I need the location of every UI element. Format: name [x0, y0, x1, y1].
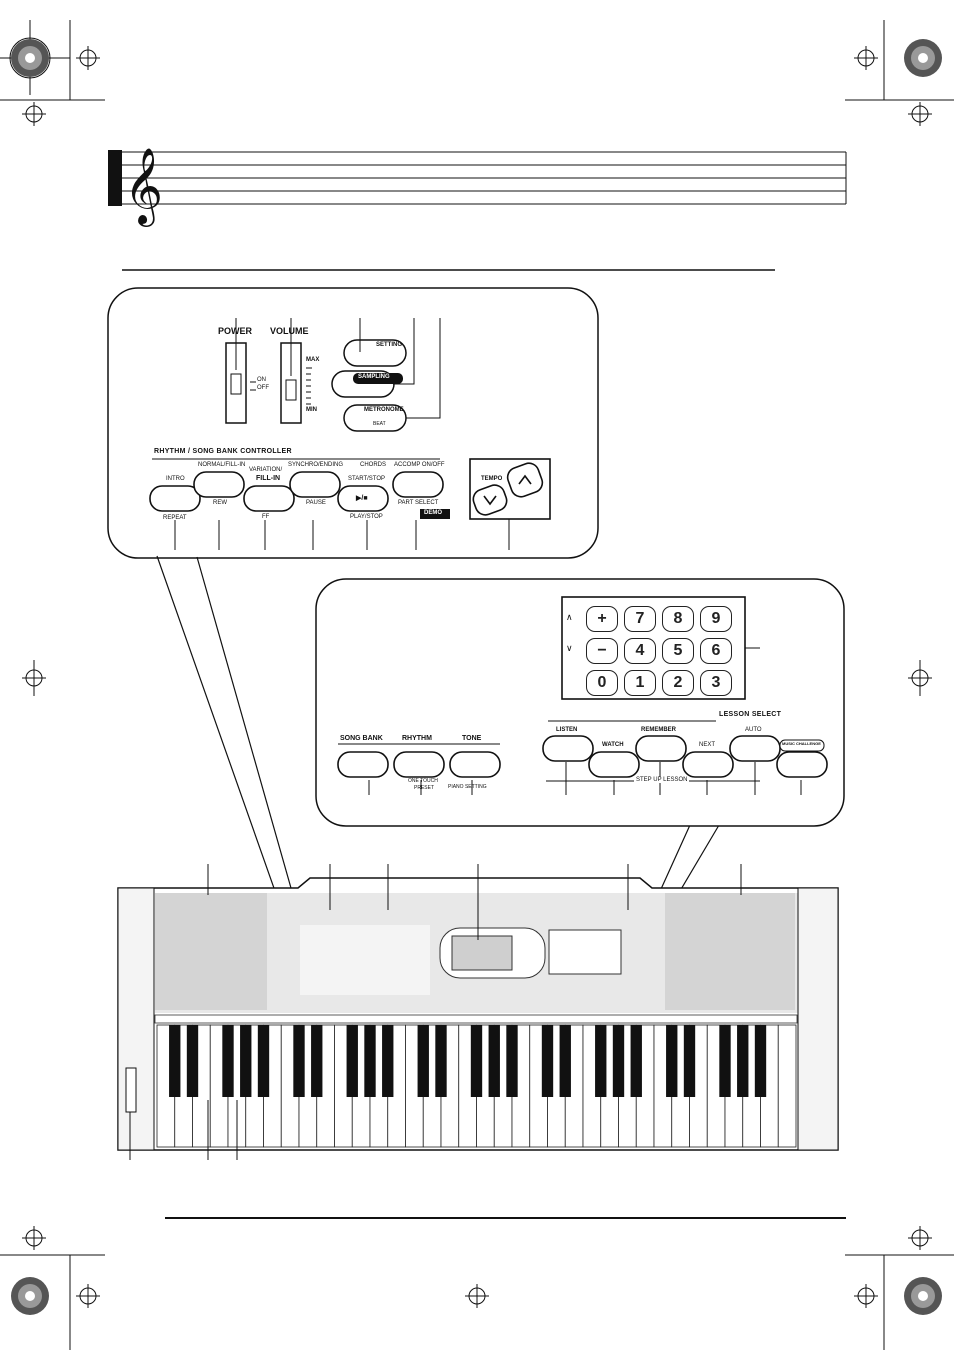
rhythm-label: RHYTHM [402, 735, 432, 742]
remember-label: REMEMBER [641, 727, 677, 733]
black-key[interactable] [541, 1025, 554, 1097]
sampling-label: SAMPLING [358, 374, 390, 380]
accomp-label: ACCOMP ON/OFF [394, 462, 445, 468]
black-key[interactable] [683, 1025, 696, 1097]
min-label: MIN [306, 407, 317, 413]
off-label: OFF [257, 385, 269, 391]
setting-label: SETTING [376, 342, 403, 348]
piano-setting-label: PIANO SETTING [448, 784, 487, 790]
black-key[interactable] [346, 1025, 358, 1097]
black-key[interactable] [222, 1025, 234, 1097]
normal-fill-in-label: NORMAL/FILL-IN [198, 462, 246, 468]
black-key[interactable] [719, 1025, 731, 1097]
black-key[interactable] [737, 1025, 749, 1097]
keypad-key[interactable]: 6 [700, 638, 732, 664]
rew-label: REW [213, 500, 227, 506]
black-key[interactable] [559, 1025, 571, 1097]
black-key[interactable] [612, 1025, 625, 1097]
play-stop-label: PLAY/STOP [350, 514, 383, 520]
listen-label: LISTEN [556, 727, 578, 733]
keypad-key[interactable]: 7 [624, 606, 656, 632]
max-label: MAX [306, 357, 320, 363]
keypad-key[interactable]: − [586, 638, 618, 664]
svg-text:𝄞: 𝄞 [124, 147, 163, 227]
power-label: POWER [218, 326, 253, 336]
black-key[interactable] [470, 1025, 483, 1097]
volume-label: VOLUME [270, 326, 309, 336]
keypad-key[interactable]: 8 [662, 606, 694, 632]
fill-in-label: FILL-IN [256, 475, 281, 482]
on-label: ON [257, 377, 266, 383]
black-key[interactable] [293, 1025, 305, 1097]
black-key[interactable] [364, 1025, 376, 1097]
black-key[interactable] [169, 1025, 181, 1097]
keypad-key[interactable]: 5 [662, 638, 694, 664]
watch-label: WATCH [602, 742, 624, 748]
one-touch-label: ONE TOUCH [408, 778, 438, 784]
black-key[interactable] [595, 1025, 607, 1097]
metronome-label: METRONOME [364, 407, 404, 413]
black-keys [169, 1025, 767, 1097]
black-key[interactable] [257, 1025, 270, 1097]
black-key[interactable] [240, 1025, 252, 1097]
step-up-lesson-label: STEP UP LESSON [634, 777, 690, 783]
keypad-key[interactable]: + [586, 606, 618, 632]
registration-mark-top-right [904, 39, 942, 77]
next-label: NEXT [699, 742, 716, 748]
intro-label: INTRO [166, 476, 185, 482]
keypad-key[interactable]: 2 [662, 670, 694, 696]
black-key[interactable] [754, 1025, 767, 1097]
keypad-key[interactable]: 9 [700, 606, 732, 632]
ff-label: FF [262, 514, 270, 520]
song-bank-label: SONG BANK [340, 735, 383, 742]
play-stop-symbol: ▶/■ [356, 495, 368, 502]
part-select-label: PART SELECT [398, 500, 439, 506]
keypad-key[interactable]: 3 [700, 670, 732, 696]
music-challenge-label: MUSIC CHALLENGE [782, 741, 821, 746]
repeat-label: REPEAT [163, 515, 187, 521]
keypad-key[interactable]: 1 [624, 670, 656, 696]
variation-label: VARIATION/ [249, 467, 283, 473]
black-key[interactable] [186, 1025, 199, 1097]
down-mark: ∨ [566, 643, 573, 653]
start-stop-label: START/STOP [348, 476, 386, 482]
keypad-key[interactable]: 0 [586, 670, 618, 696]
synchro-ending-label: SYNCHRO/ENDING [288, 462, 344, 468]
staff-header: 𝄞 [108, 147, 847, 227]
lesson-select-title: LESSON SELECT [719, 711, 782, 718]
black-key[interactable] [417, 1025, 429, 1097]
auto-label: AUTO [745, 727, 762, 733]
black-key[interactable] [506, 1025, 518, 1097]
up-mark: ∧ [566, 612, 573, 622]
black-key[interactable] [488, 1025, 500, 1097]
white-key[interactable] [777, 1024, 797, 1148]
starburst-top-left [11, 39, 49, 77]
tempo-label: TEMPO [481, 476, 503, 482]
black-key[interactable] [666, 1025, 678, 1097]
beat-label: BEAT [373, 421, 386, 427]
black-key[interactable] [382, 1025, 394, 1097]
controller-title: RHYTHM / SONG BANK CONTROLLER [154, 448, 292, 455]
demo-label: DEMO [424, 510, 442, 516]
tone-label: TONE [462, 735, 482, 742]
black-key[interactable] [630, 1025, 642, 1097]
black-key[interactable] [435, 1025, 447, 1097]
chords-label: CHORDS [360, 462, 387, 468]
keypad-key[interactable]: 4 [624, 638, 656, 664]
preset-label: PRESET [414, 785, 435, 791]
black-key[interactable] [311, 1025, 323, 1097]
pause-label: PAUSE [306, 500, 326, 506]
